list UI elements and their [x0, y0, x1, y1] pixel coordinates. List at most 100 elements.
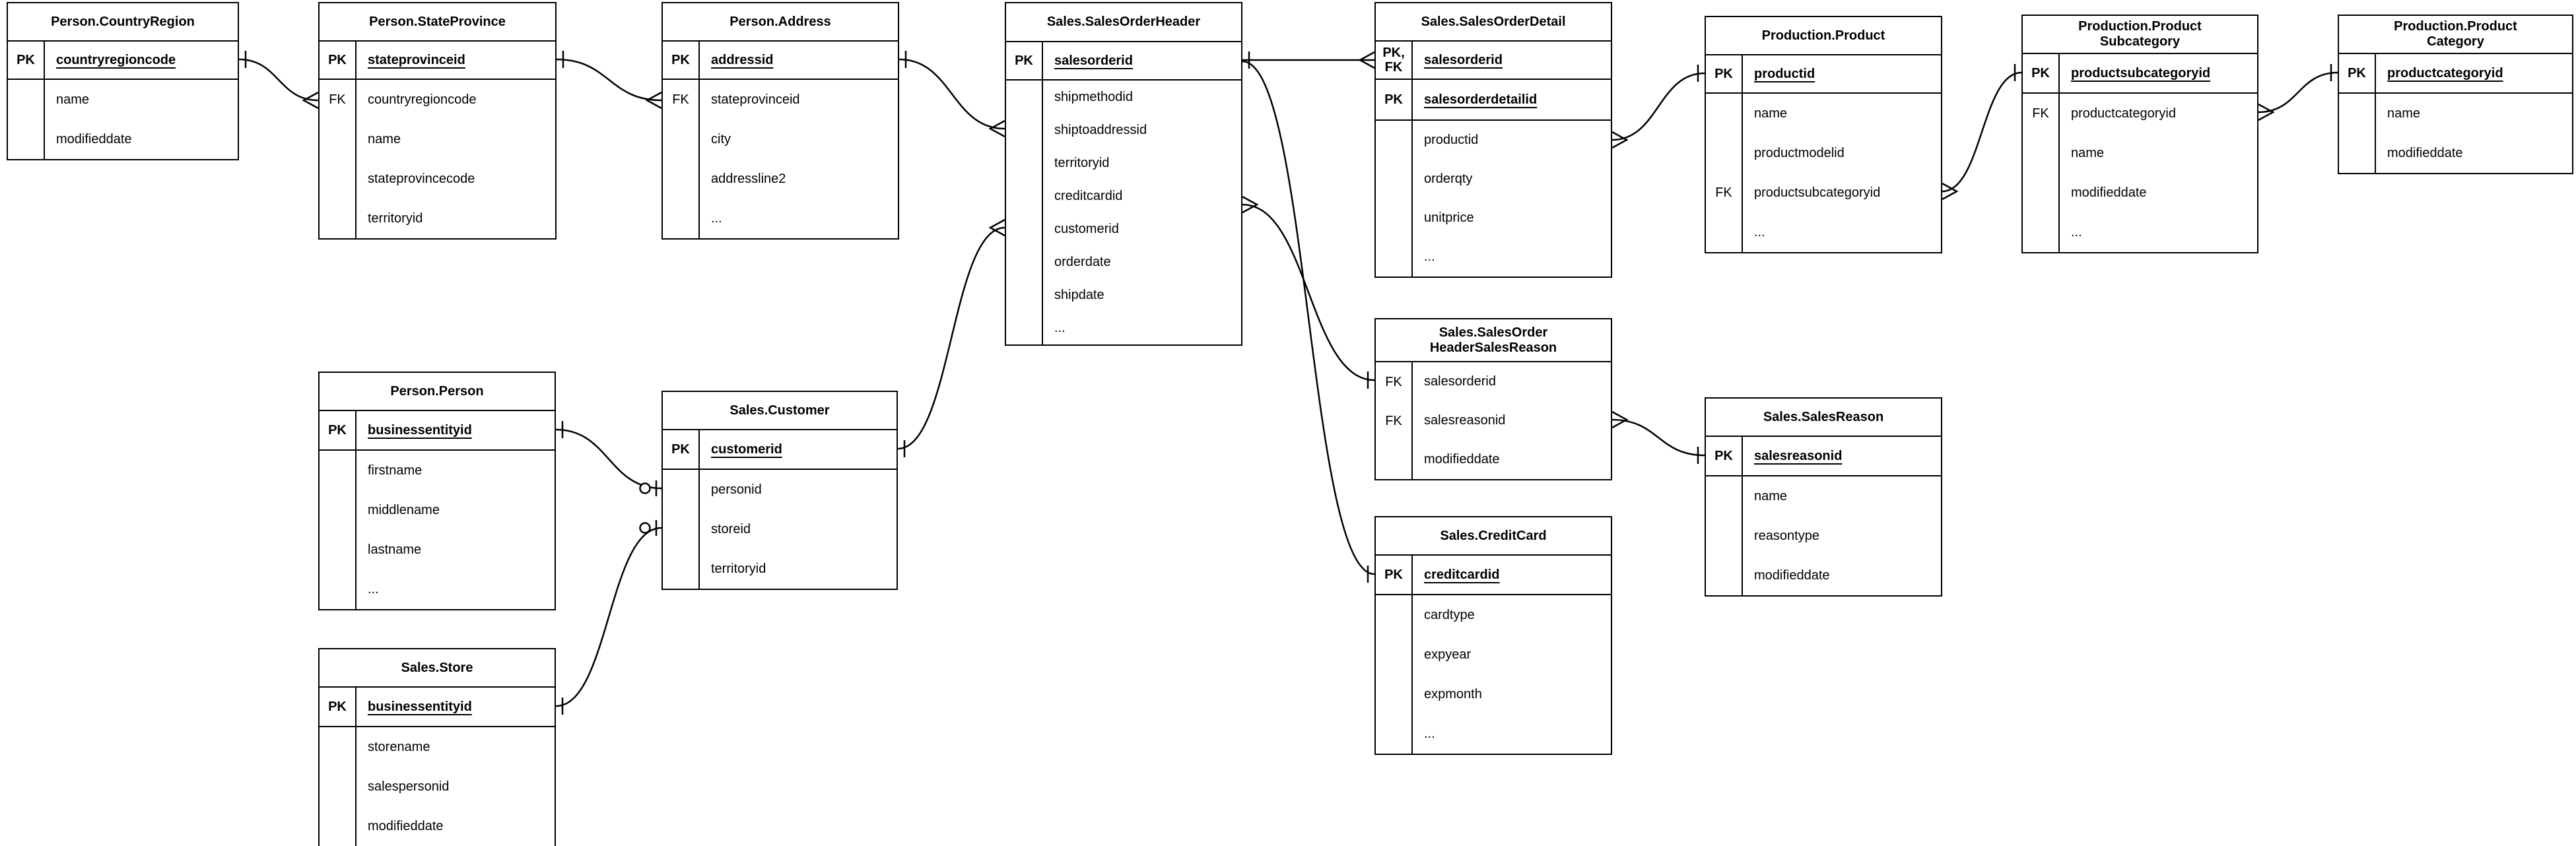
attribute-row-stateprovince-2[interactable]: name: [320, 119, 555, 159]
attribute-row-product-1[interactable]: name: [1706, 94, 1941, 133]
attribute-row-productcategory-0[interactable]: PK productcategoryid: [2339, 54, 2572, 94]
relationship-line[interactable]: [1242, 60, 1375, 575]
attribute-row-countryregion-2[interactable]: modifieddate: [8, 119, 238, 159]
attribute-row-person-1[interactable]: firstname: [320, 451, 555, 490]
attribute-row-salesreason-2[interactable]: reasontype: [1706, 516, 1941, 556]
attribute-row-creditcard-1[interactable]: cardtype: [1376, 595, 1611, 635]
entity-table-salesorderheader[interactable]: Sales.SalesOrderHeader PK salesorderid s…: [1005, 2, 1242, 346]
relationship-line[interactable]: [238, 58, 319, 102]
attribute-row-address-1[interactable]: FK stateprovinceid: [663, 80, 898, 119]
attribute-row-productcategory-2[interactable]: modifieddate: [2339, 133, 2572, 173]
relationship-line[interactable]: [555, 428, 662, 490]
edge-product-to-productsubcategory[interactable]: [1942, 64, 2022, 201]
edge-salesorderheader-to-salesorderdetail[interactable]: [1242, 51, 1375, 69]
attribute-row-salesreason-1[interactable]: name: [1706, 476, 1941, 516]
attribute-row-productsubcategory-3[interactable]: modifieddate: [2023, 173, 2257, 212]
attribute-row-product-3[interactable]: FK productsubcategoryid: [1706, 173, 1941, 212]
attribute-row-productsubcategory-2[interactable]: name: [2023, 133, 2257, 173]
attribute-row-customer-1[interactable]: personid: [663, 470, 897, 509]
attribute-row-customer-2[interactable]: storeid: [663, 509, 897, 549]
attribute-row-stateprovince-0[interactable]: PK stateprovinceid: [320, 42, 555, 80]
attribute-row-store-1[interactable]: storename: [320, 727, 555, 767]
relationship-line[interactable]: [555, 527, 662, 707]
attribute-row-customer-3[interactable]: territoryid: [663, 549, 897, 589]
attribute-row-productcategory-1[interactable]: name: [2339, 94, 2572, 133]
edge-salesorderheadersalesreason-to-salesreason[interactable]: [1611, 410, 1705, 464]
attribute-row-salesorderdetail-0[interactable]: PK, FK salesorderid: [1376, 42, 1611, 80]
edge-address-to-salesorderheader[interactable]: [898, 51, 1005, 138]
attribute-row-salesorderheader-6[interactable]: orderdate: [1006, 245, 1241, 278]
relationship-line[interactable]: [2258, 71, 2338, 114]
attribute-row-person-2[interactable]: middlename: [320, 490, 555, 530]
attribute-row-creditcard-2[interactable]: expyear: [1376, 635, 1611, 674]
entity-table-salesreason[interactable]: Sales.SalesReason PK salesreasonid name …: [1705, 397, 1942, 597]
relationship-line[interactable]: [1611, 418, 1705, 457]
attribute-row-customer-0[interactable]: PK customerid: [663, 430, 897, 470]
attribute-row-creditcard-4[interactable]: ...: [1376, 714, 1611, 754]
attribute-row-salesorderdetail-3[interactable]: orderqty: [1376, 160, 1611, 199]
edge-countryregion-to-stateprovince[interactable]: [238, 51, 319, 110]
relationship-line[interactable]: [1942, 71, 2022, 193]
attribute-row-product-4[interactable]: ...: [1706, 212, 1941, 252]
attribute-row-salesreason-3[interactable]: modifieddate: [1706, 556, 1941, 595]
entity-table-creditcard[interactable]: Sales.CreditCard PK creditcardid cardtyp…: [1374, 516, 1612, 755]
relationship-line[interactable]: [898, 58, 1005, 130]
attribute-row-countryregion-1[interactable]: name: [8, 80, 238, 119]
attribute-row-salesorderdetail-4[interactable]: unitprice: [1376, 199, 1611, 238]
attribute-row-stateprovince-3[interactable]: stateprovincecode: [320, 159, 555, 199]
attribute-row-person-0[interactable]: PK businessentityid: [320, 411, 555, 451]
attribute-row-salesorderheader-8[interactable]: ...: [1006, 311, 1241, 344]
attribute-row-productsubcategory-4[interactable]: ...: [2023, 212, 2257, 252]
entity-table-countryregion[interactable]: Person.CountryRegion PK countryregioncod…: [7, 2, 239, 160]
attribute-row-stateprovince-1[interactable]: FK countryregioncode: [320, 80, 555, 119]
attribute-row-address-0[interactable]: PK addressid: [663, 42, 898, 80]
attribute-row-salesorderdetail-2[interactable]: productid: [1376, 121, 1611, 160]
entity-table-product[interactable]: Production.Product PK productid name pro…: [1705, 16, 1942, 253]
entity-table-store[interactable]: Sales.Store PK businessentityid storenam…: [318, 648, 556, 846]
attribute-row-store-3[interactable]: modifieddate: [320, 806, 555, 846]
attribute-row-salesorderdetail-1[interactable]: PK salesorderdetailid: [1376, 80, 1611, 121]
attribute-row-salesorderheader-3[interactable]: territoryid: [1006, 146, 1241, 179]
attribute-row-salesorderheader-2[interactable]: shiptoaddressid: [1006, 114, 1241, 146]
edge-customer-to-salesorderheader[interactable]: [897, 218, 1005, 457]
edge-stateprovince-to-address[interactable]: [556, 51, 662, 110]
attribute-row-address-3[interactable]: addressline2: [663, 159, 898, 199]
attribute-row-person-3[interactable]: lastname: [320, 530, 555, 569]
attribute-row-salesorderheadersalesreason-1[interactable]: FK salesreasonid: [1376, 401, 1611, 440]
attribute-row-store-2[interactable]: salespersonid: [320, 767, 555, 806]
attribute-row-product-0[interactable]: PK productid: [1706, 55, 1941, 94]
attribute-row-salesorderheader-1[interactable]: shipmethodid: [1006, 81, 1241, 114]
attribute-row-salesorderdetail-5[interactable]: ...: [1376, 238, 1611, 277]
edge-store-to-customer[interactable]: [555, 520, 662, 715]
relationship-line[interactable]: [556, 58, 662, 102]
entity-table-salesorderdetail[interactable]: Sales.SalesOrderDetail PK, FK salesorder…: [1374, 2, 1612, 278]
edge-salesorderheader-to-creditcard[interactable]: [1242, 60, 1375, 583]
relationship-line[interactable]: [1611, 72, 1705, 141]
attribute-row-address-2[interactable]: city: [663, 119, 898, 159]
attribute-row-salesorderheadersalesreason-2[interactable]: modifieddate: [1376, 440, 1611, 479]
attribute-row-product-2[interactable]: productmodelid: [1706, 133, 1941, 173]
attribute-row-store-0[interactable]: PK businessentityid: [320, 688, 555, 727]
attribute-row-salesorderheader-4[interactable]: creditcardid: [1006, 179, 1241, 212]
attribute-row-address-4[interactable]: ...: [663, 199, 898, 238]
attribute-row-countryregion-0[interactable]: PK countryregioncode: [8, 42, 238, 80]
attribute-row-productsubcategory-0[interactable]: PK productsubcategoryid: [2023, 54, 2257, 94]
relationship-line[interactable]: [1242, 203, 1375, 381]
attribute-row-salesorderheadersalesreason-0[interactable]: FK salesorderid: [1376, 362, 1611, 401]
attribute-row-stateprovince-4[interactable]: territoryid: [320, 199, 555, 238]
edge-person-to-customer[interactable]: [555, 421, 662, 496]
attribute-row-creditcard-3[interactable]: expmonth: [1376, 674, 1611, 714]
entity-table-person[interactable]: Person.Person PK businessentityid firstn…: [318, 372, 556, 610]
attribute-row-salesorderheader-0[interactable]: PK salesorderid: [1006, 42, 1241, 81]
entity-table-stateprovince[interactable]: Person.StateProvince PK stateprovinceid …: [318, 2, 557, 240]
attribute-row-person-4[interactable]: ...: [320, 569, 555, 609]
attribute-row-salesreason-0[interactable]: PK salesreasonid: [1706, 437, 1941, 476]
attribute-row-productsubcategory-1[interactable]: FK productcategoryid: [2023, 94, 2257, 133]
edge-productsubcategory-to-productcategory[interactable]: [2258, 64, 2338, 121]
edge-salesorderheader-to-salesorderheadersalesreason[interactable]: [1242, 195, 1375, 389]
attribute-row-salesorderheader-7[interactable]: shipdate: [1006, 278, 1241, 311]
relationship-line[interactable]: [897, 226, 1005, 450]
attribute-row-salesorderheader-5[interactable]: customerid: [1006, 212, 1241, 245]
